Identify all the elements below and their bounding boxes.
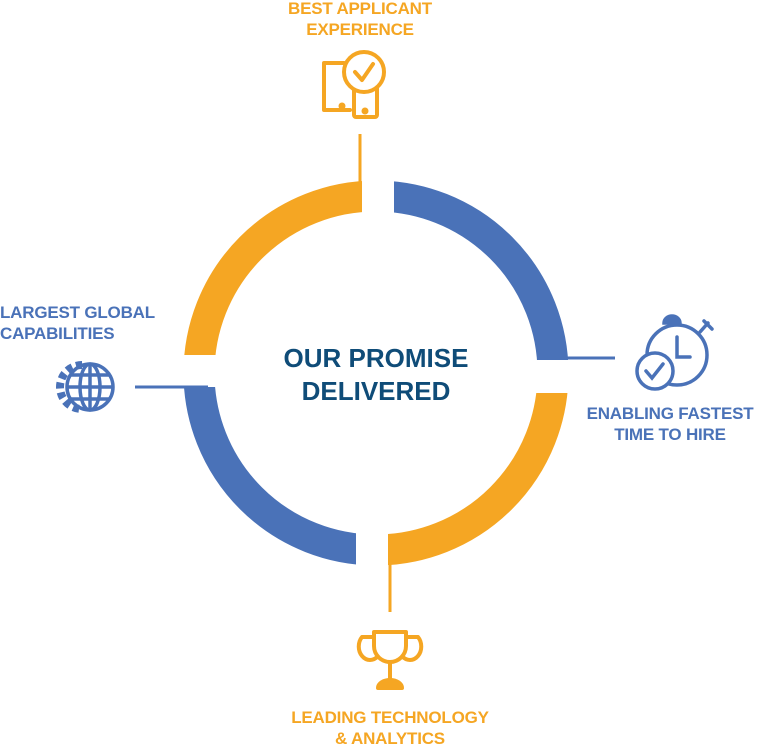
center-title: OUR PROMISE DELIVERED bbox=[226, 342, 526, 408]
trophy-icon bbox=[356, 630, 424, 690]
pillar-label-line1: BEST APPLICANT bbox=[288, 0, 432, 18]
center-title-line2: DELIVERED bbox=[301, 376, 451, 406]
pillar-leading-technology-analytics: LEADING TECHNOLOGY & ANALYTICS bbox=[260, 707, 520, 749]
ring-segment-top-left bbox=[183, 180, 377, 374]
pillar-label-line1: LEADING TECHNOLOGY bbox=[291, 708, 489, 727]
ring-segment-top-right bbox=[375, 180, 569, 374]
pillar-fastest-time-to-hire: ENABLING FASTEST TIME TO HIRE bbox=[570, 403, 770, 445]
pillar-label-line1: LARGEST GLOBAL bbox=[0, 303, 155, 322]
stopwatch-check-icon bbox=[635, 314, 714, 391]
pillar-largest-global-capabilities: LARGEST GLOBAL CAPABILITIES bbox=[0, 302, 170, 344]
ring-segment-bottom-left bbox=[183, 372, 377, 566]
pillar-best-applicant-experience: BEST APPLICANT EXPERIENCE bbox=[240, 0, 480, 40]
pillar-label-line2: & ANALYTICS bbox=[335, 729, 445, 748]
pillar-label-line1: ENABLING FASTEST bbox=[586, 404, 754, 423]
center-title-line1: OUR PROMISE bbox=[283, 343, 469, 373]
pillar-label-line2: EXPERIENCE bbox=[306, 20, 414, 39]
mobile-devices-check-icon bbox=[322, 50, 386, 119]
pillar-label-line2: CAPABILITIES bbox=[0, 324, 115, 343]
pillar-label-line2: TIME TO HIRE bbox=[614, 425, 726, 444]
globe-gear-icon bbox=[56, 361, 115, 413]
ring-segment-bottom-right bbox=[375, 372, 569, 566]
